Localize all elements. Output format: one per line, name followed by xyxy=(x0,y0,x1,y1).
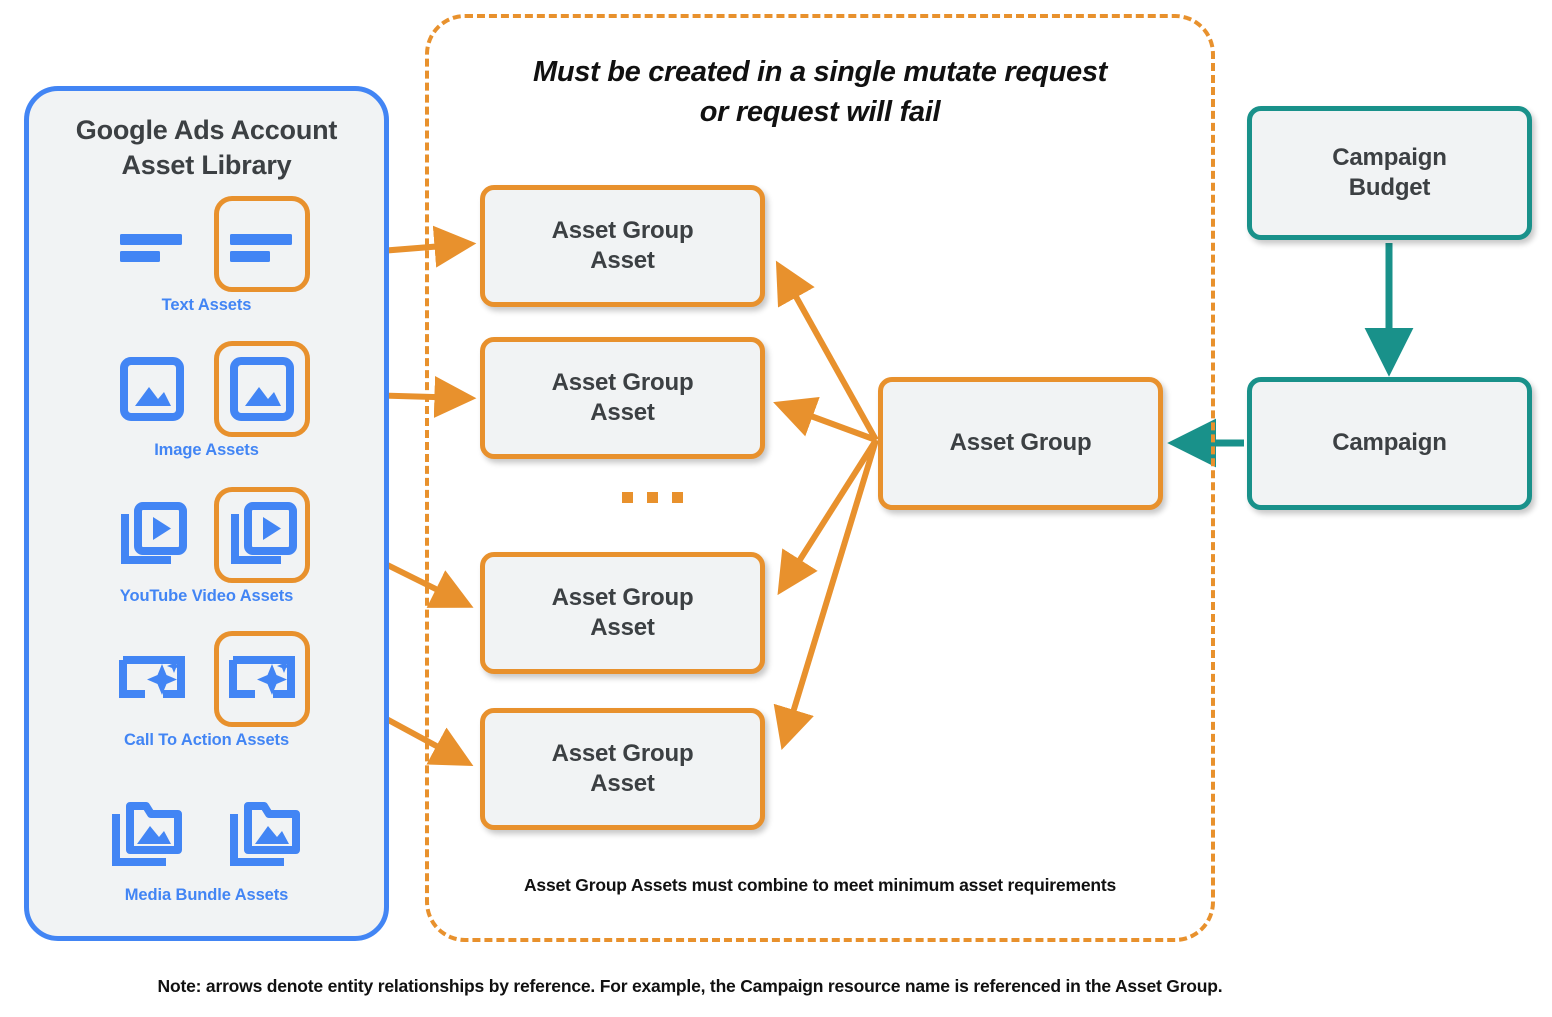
media-bundle-icon xyxy=(100,786,196,882)
asset-group-label: Asset Group xyxy=(949,429,1092,457)
node-asset-group-asset-1[interactable]: Asset Group Asset xyxy=(480,185,765,307)
mutate-request-title-line1: Must be created in a single mutate reque… xyxy=(533,56,1107,88)
aga1-line2: Asset xyxy=(590,247,655,274)
asset-label-cta: Call To Action Assets xyxy=(123,731,290,749)
asset-icons-cta xyxy=(29,631,384,727)
asset-icons-video xyxy=(29,487,384,583)
asset-label-video: YouTube Video Assets xyxy=(119,587,294,605)
ellipsis-dot-2 xyxy=(647,492,658,503)
link-ag-to-aga1 xyxy=(775,260,879,442)
asset-label-image: Image Assets xyxy=(154,441,259,459)
image-asset-icon xyxy=(104,341,200,437)
campaign-budget-line1: Campaign xyxy=(1332,143,1447,171)
image-asset-icon-selected[interactable] xyxy=(213,341,310,437)
diagram-note: Note: arrows denote entity relationships… xyxy=(157,976,1223,996)
link-ag-to-aga3 xyxy=(777,438,879,596)
asset-library-title: Google Ads Account Asset Library xyxy=(29,113,384,182)
aga3-line2: Asset xyxy=(590,614,655,641)
node-asset-group-asset-3[interactable]: Asset Group Asset xyxy=(480,552,765,674)
asset-group-asset-ellipsis xyxy=(622,492,683,503)
link-ag-to-aga2 xyxy=(773,396,878,443)
asset-library-title-line1: Google Ads Account xyxy=(75,115,338,145)
asset-row-media-bundle[interactable]: Media Bundle Assets xyxy=(29,786,384,905)
aga4-line2: Asset xyxy=(590,770,655,797)
media-bundle-icon-2 xyxy=(218,786,314,882)
campaign-label: Campaign xyxy=(1332,429,1447,457)
video-asset-icon xyxy=(104,487,200,583)
mutate-request-title-line2: or request will fail xyxy=(699,96,941,129)
asset-icons-media-bundle xyxy=(29,786,384,882)
asset-library-panel: Google Ads Account Asset Library xyxy=(24,86,389,941)
aga2-line2: Asset xyxy=(590,399,655,426)
node-campaign[interactable]: Campaign xyxy=(1247,377,1532,510)
asset-row-video[interactable]: YouTube Video Assets xyxy=(29,487,384,606)
node-asset-group-asset-4[interactable]: Asset Group Asset xyxy=(480,708,765,830)
call-to-action-icon xyxy=(104,631,200,727)
campaign-budget-line2: Budget xyxy=(1348,174,1431,201)
asset-library-title-line2: Asset Library xyxy=(121,149,292,180)
video-asset-icon-selected[interactable] xyxy=(213,487,310,583)
call-to-action-icon-selected[interactable] xyxy=(213,631,310,727)
text-asset-icon xyxy=(104,196,200,292)
aga4-line1: Asset Group xyxy=(551,739,694,767)
mutate-request-footnote: Asset Group Assets must combine to meet … xyxy=(523,875,1116,895)
node-asset-group-asset-2[interactable]: Asset Group Asset xyxy=(480,337,765,459)
asset-row-text[interactable]: Text Assets xyxy=(29,196,384,315)
link-ag-to-aga4 xyxy=(773,439,879,751)
asset-icons-text xyxy=(29,196,384,292)
ellipsis-dot-3 xyxy=(672,492,683,503)
text-asset-icon-selected[interactable] xyxy=(213,196,310,292)
mutate-request-title: Must be created in a single mutate reque… xyxy=(425,52,1215,132)
asset-row-cta[interactable]: Call To Action Assets xyxy=(29,631,384,750)
mutate-request-container xyxy=(425,14,1215,942)
aga3-line1: Asset Group xyxy=(551,583,694,611)
node-asset-group[interactable]: Asset Group xyxy=(878,377,1163,510)
asset-row-image[interactable]: Image Assets xyxy=(29,341,384,460)
ellipsis-dot-1 xyxy=(622,492,633,503)
asset-label-text: Text Assets xyxy=(161,296,252,314)
aga2-line1: Asset Group xyxy=(551,368,694,396)
node-campaign-budget[interactable]: Campaign Budget xyxy=(1247,106,1532,240)
aga1-line1: Asset Group xyxy=(551,216,694,244)
asset-icons-image xyxy=(29,341,384,437)
asset-label-media-bundle: Media Bundle Assets xyxy=(124,886,289,904)
